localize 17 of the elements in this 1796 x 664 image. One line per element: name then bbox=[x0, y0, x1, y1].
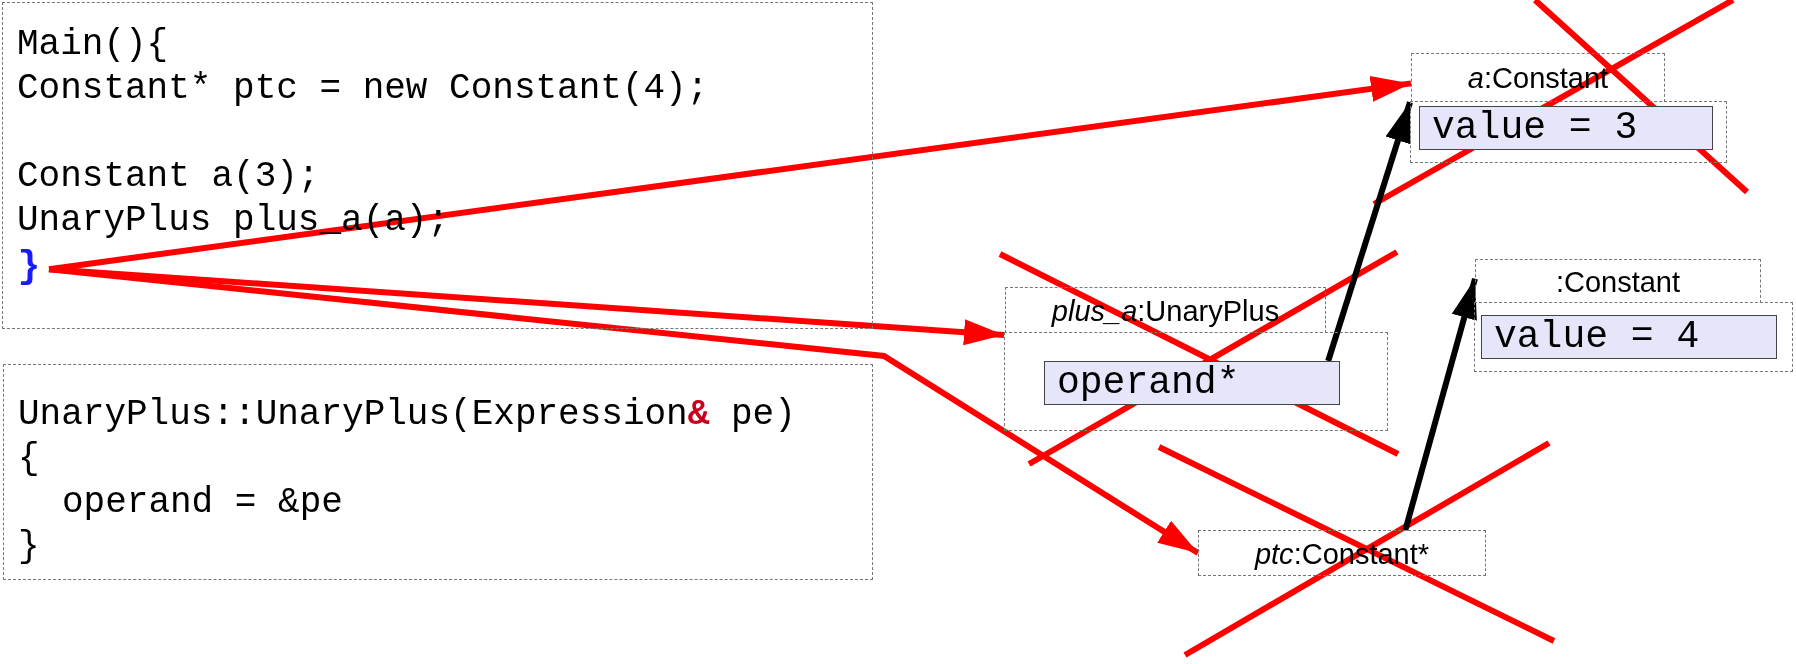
code-line: { bbox=[18, 437, 40, 481]
arrow bbox=[1402, 278, 1478, 531]
code-line: operand = &pe bbox=[61, 481, 343, 525]
attribute-field: value = 3 bbox=[1419, 106, 1713, 150]
code-line: } bbox=[18, 525, 40, 569]
arrow bbox=[48, 266, 1200, 556]
attribute-field: operand* bbox=[1044, 361, 1340, 405]
arrow bbox=[1325, 101, 1413, 362]
object-name: :Constant bbox=[1475, 259, 1761, 303]
code-line: Constant* ptc = new Constant(4); bbox=[17, 67, 709, 111]
attribute-field: value = 4 bbox=[1481, 315, 1777, 359]
code-line: Main(){ bbox=[17, 23, 169, 67]
closing-brace: } bbox=[9, 245, 49, 289]
code-box bbox=[3, 364, 873, 580]
code-line: Constant a(3); bbox=[17, 155, 320, 199]
code-line: UnaryPlus::UnaryPlus(Expression& pe) bbox=[18, 393, 796, 437]
code-box bbox=[2, 2, 873, 329]
